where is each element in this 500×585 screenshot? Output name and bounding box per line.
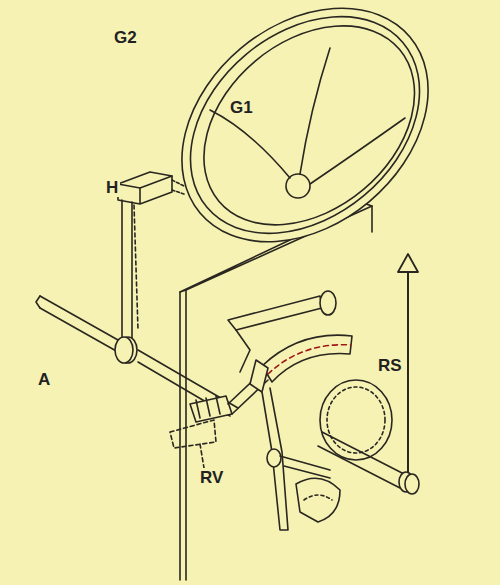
fork-tines bbox=[196, 396, 220, 418]
pointer-head bbox=[398, 254, 418, 272]
cam-teeth bbox=[304, 495, 332, 500]
part-label: H bbox=[104, 178, 120, 197]
panel-right bbox=[371, 206, 373, 232]
sector-hub bbox=[250, 360, 268, 392]
shaft bbox=[318, 432, 404, 488]
pointer bbox=[407, 270, 409, 472]
upper-arm bbox=[228, 296, 322, 330]
lever-rod bbox=[122, 200, 132, 342]
sector-arc bbox=[268, 345, 351, 374]
lower-lever bbox=[262, 388, 288, 530]
cam-disc bbox=[296, 478, 340, 522]
axle-end bbox=[36, 296, 40, 308]
fork bbox=[190, 396, 232, 422]
wheel bbox=[136, 0, 474, 290]
part-label: G2 bbox=[112, 28, 139, 47]
arm-drop bbox=[236, 330, 250, 372]
ratchet-teeth bbox=[327, 387, 385, 453]
lever-block-side bbox=[118, 176, 172, 204]
ratchet-wheel bbox=[320, 380, 392, 460]
wheel-spokes bbox=[210, 48, 405, 184]
lever-contact bbox=[172, 180, 184, 194]
lower-pivot bbox=[267, 449, 281, 467]
lever-rod-dashed bbox=[134, 205, 138, 330]
part-label: RV bbox=[198, 468, 225, 487]
pivot bbox=[320, 291, 336, 315]
part-label: A bbox=[36, 370, 52, 389]
part-label: G1 bbox=[228, 98, 255, 117]
panel-edge bbox=[180, 290, 186, 580]
part-label: RS bbox=[376, 356, 404, 375]
axle bbox=[40, 296, 238, 416]
link bbox=[280, 456, 330, 478]
sector bbox=[262, 335, 352, 382]
lever-block bbox=[118, 172, 172, 188]
